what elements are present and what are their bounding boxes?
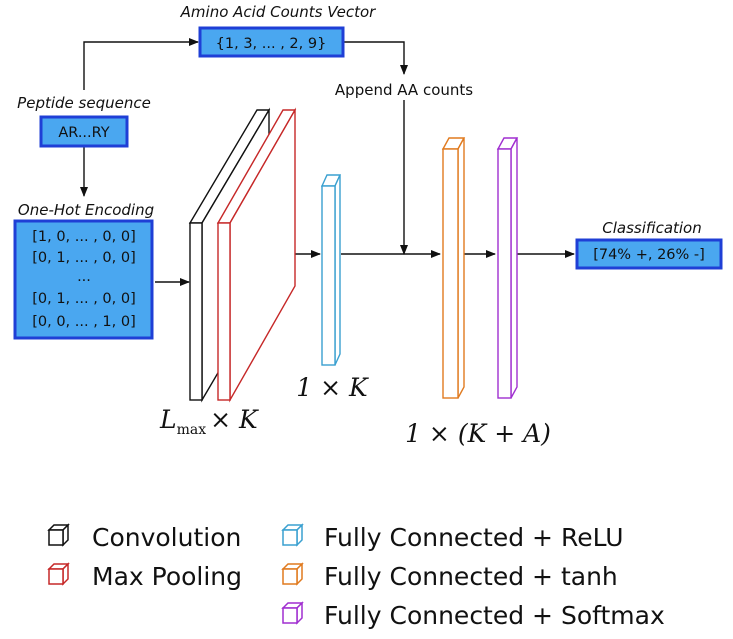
legend-label: Fully Connected + tanh xyxy=(324,562,618,591)
fc-relu-cube-icon xyxy=(281,523,304,547)
conv-front-face xyxy=(189,222,203,401)
peptide-box xyxy=(39,115,129,148)
aa-counts-box xyxy=(198,26,345,58)
fc-tanh-layer xyxy=(441,137,466,399)
legend-item-fc-softmax: Fully Connected + Softmax xyxy=(281,601,665,630)
append-label: Append AA counts xyxy=(335,81,473,99)
max-pooling-cube-icon xyxy=(47,562,70,586)
conv-dim-sub: max xyxy=(177,422,207,438)
concat-dimension-label: 1 × (K + A) xyxy=(405,419,551,448)
legend-label: Convolution xyxy=(92,523,241,552)
legend: Convolution Max Pooling Fully Connected … xyxy=(47,523,665,630)
conv-dimension-label: Lmax× K xyxy=(159,405,259,438)
aa-counts-value: {1, 3, ... , 2, 9} xyxy=(216,36,327,52)
onehot-box xyxy=(13,219,154,340)
legend-label: Fully Connected + Softmax xyxy=(324,601,665,630)
fc-tanh-cube-icon xyxy=(281,562,304,586)
onehot-title: One-Hot Encoding xyxy=(18,201,154,219)
onehot-row: [0, 1, ... , 0, 0] xyxy=(32,291,136,307)
softmax-front-face xyxy=(497,148,512,399)
relu-front-face xyxy=(321,185,336,366)
classification-box xyxy=(575,238,723,270)
aa-counts-title: Amino Acid Counts Vector xyxy=(180,3,377,21)
peptide-title: Peptide sequence xyxy=(17,94,151,112)
conv-dim-base: L xyxy=(159,405,177,434)
relu-side-face xyxy=(334,174,341,366)
arrow-peptide-to-aa-counts xyxy=(83,38,199,90)
onehot-row: ... xyxy=(77,269,91,285)
legend-item-convolution: Convolution xyxy=(47,523,241,552)
onehot-row: [0, 0, ... , 1, 0] xyxy=(32,314,136,330)
pool-front-face xyxy=(217,222,231,401)
fc-softmax-cube-icon xyxy=(281,601,304,625)
legend-item-fc-relu: Fully Connected + ReLU xyxy=(281,523,624,552)
fc-relu-layer xyxy=(320,174,342,366)
fc-softmax-layer xyxy=(496,137,519,399)
onehot-row: [1, 0, ... , 0, 0] xyxy=(32,229,136,245)
tanh-front-face xyxy=(442,148,459,399)
legend-label: Max Pooling xyxy=(92,562,242,591)
classification-title: Classification xyxy=(602,219,702,237)
softmax-side-face xyxy=(510,137,518,399)
onehot-rows: [1, 0, ... , 0, 0] [0, 1, ... , 0, 0] ..… xyxy=(32,229,136,330)
classification-value: [74% +, 26% -] xyxy=(593,247,705,263)
relu-dimension-label: 1 × K xyxy=(296,373,369,402)
arrow-aa-counts-to-append xyxy=(344,41,408,75)
legend-item-fc-tanh: Fully Connected + tanh xyxy=(281,562,618,591)
convolution-cube-icon xyxy=(47,523,70,547)
legend-label: Fully Connected + ReLU xyxy=(324,523,624,552)
conv-dim-rest: × K xyxy=(210,405,259,434)
peptide-value: AR...RY xyxy=(58,125,109,141)
onehot-row: [0, 1, ... , 0, 0] xyxy=(32,250,136,266)
max-pooling-layer xyxy=(216,107,297,403)
tanh-side-face xyxy=(457,137,465,399)
legend-item-max-pooling: Max Pooling xyxy=(47,562,242,591)
